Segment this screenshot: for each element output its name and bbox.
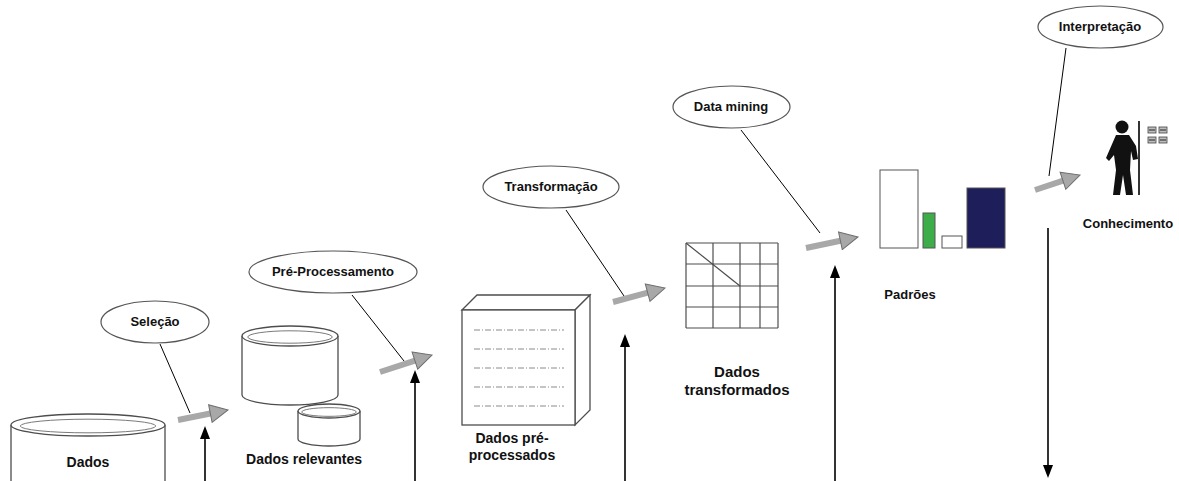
knowledge-symbol [1159, 127, 1167, 133]
cube-side [575, 295, 590, 425]
knowledge: Conhecimento [1080, 115, 1177, 240]
large-cylinder-rim [248, 331, 332, 343]
stage-label: Dados transformados [676, 363, 798, 399]
data-cylinder-top [11, 414, 165, 436]
leader-line [566, 210, 624, 296]
step-ellipse: Data mining [672, 85, 791, 129]
step-ellipse: Transformação [482, 165, 620, 209]
relevant-data: Dados relevantes [228, 325, 380, 478]
ellipse-shape [483, 166, 619, 208]
grid-line [686, 327, 778, 328]
pattern-bar [967, 188, 1005, 248]
record-line [474, 387, 564, 388]
grid-line [686, 263, 778, 264]
cube-top [462, 295, 590, 310]
large-cylinder-top [242, 326, 338, 346]
up-arrow-line [204, 438, 206, 481]
leader-lines [160, 48, 1066, 413]
step-label: Pré-Processamento [272, 264, 394, 280]
transformed-data: Dados transformados [665, 237, 806, 412]
up-arrow-head [410, 370, 420, 383]
knowledge-symbol-mark [1149, 130, 1155, 131]
knowledge-symbol-mark [1160, 140, 1166, 141]
cube-front [462, 310, 575, 425]
stage-illustration [8, 410, 178, 481]
record-line [474, 349, 564, 350]
step-ellipse: Interpretação [1037, 5, 1164, 49]
up-arrow-head [200, 426, 210, 439]
patterns: Padrões [858, 165, 1035, 310]
person-body [1106, 135, 1138, 195]
illustration-group [11, 414, 165, 481]
grid-line [686, 242, 778, 243]
small-cylinder-rim [302, 408, 357, 417]
up-arrow-line [414, 382, 416, 481]
flow-arrow [613, 291, 652, 302]
leader-line [160, 344, 190, 413]
knowledge-symbol-mark [1160, 130, 1166, 131]
illustration-group [880, 170, 1005, 248]
step-ellipse: Seleção [100, 300, 210, 344]
illustration-group [462, 295, 590, 425]
stage-label: Conhecimento [1081, 216, 1176, 232]
flow-arrow [380, 359, 420, 372]
small-cylinder-top [298, 404, 360, 418]
pattern-bar [923, 213, 935, 248]
ellipse-shape [1038, 6, 1163, 48]
grid-diagonal [686, 243, 740, 286]
knowledge-symbol-mark [1149, 140, 1155, 141]
step-label: Interpretação [1059, 19, 1141, 35]
ellipse-shape [249, 251, 417, 293]
up-arrow-head [830, 265, 840, 278]
leader-line [1049, 48, 1066, 176]
knowledge-symbol [1148, 137, 1156, 143]
ellipse-shape [673, 86, 790, 128]
grid-line [686, 285, 778, 286]
record-line [474, 330, 564, 331]
up-arrow-line [834, 277, 836, 481]
person-head [1116, 121, 1129, 134]
stage-label: Dados [13, 454, 163, 471]
illustration-group [686, 243, 778, 328]
record-line [474, 368, 564, 369]
feedback-arrows [200, 228, 1053, 481]
connectors [178, 179, 1068, 420]
stage-label: Dados pré-processados [462, 430, 562, 464]
grid-line [686, 306, 778, 307]
down-arrow-line [1047, 228, 1049, 466]
step-label: Transformação [504, 179, 597, 195]
step-ellipse: Pré-Processamento [248, 250, 418, 294]
stage-label: Dados relevantes [230, 451, 378, 468]
flow-arrow [1035, 179, 1068, 190]
preprocessed-data: Dados pré-processados [432, 288, 613, 475]
flow-arrow [178, 413, 215, 420]
up-arrow-head [620, 334, 630, 347]
ellipse-shape [101, 301, 209, 343]
up-arrow-line [624, 346, 626, 481]
data-cylinder-rim [20, 419, 156, 433]
step-label: Seleção [130, 314, 179, 330]
knowledge-symbol [1159, 137, 1167, 143]
data-store: Dados [8, 410, 178, 481]
step-label: Data mining [694, 99, 768, 115]
pattern-bar [942, 236, 962, 248]
leader-line [352, 295, 404, 361]
stage-label: Padrões [860, 287, 960, 303]
flow-arrow [806, 240, 845, 248]
leader-line [741, 130, 820, 233]
pattern-bar [880, 170, 918, 248]
person-staff [1138, 121, 1140, 195]
knowledge-symbol [1148, 127, 1156, 133]
down-arrow-head [1043, 465, 1053, 478]
illustration-group [242, 326, 360, 446]
record-line [474, 406, 564, 407]
illustration-group [1106, 121, 1167, 196]
